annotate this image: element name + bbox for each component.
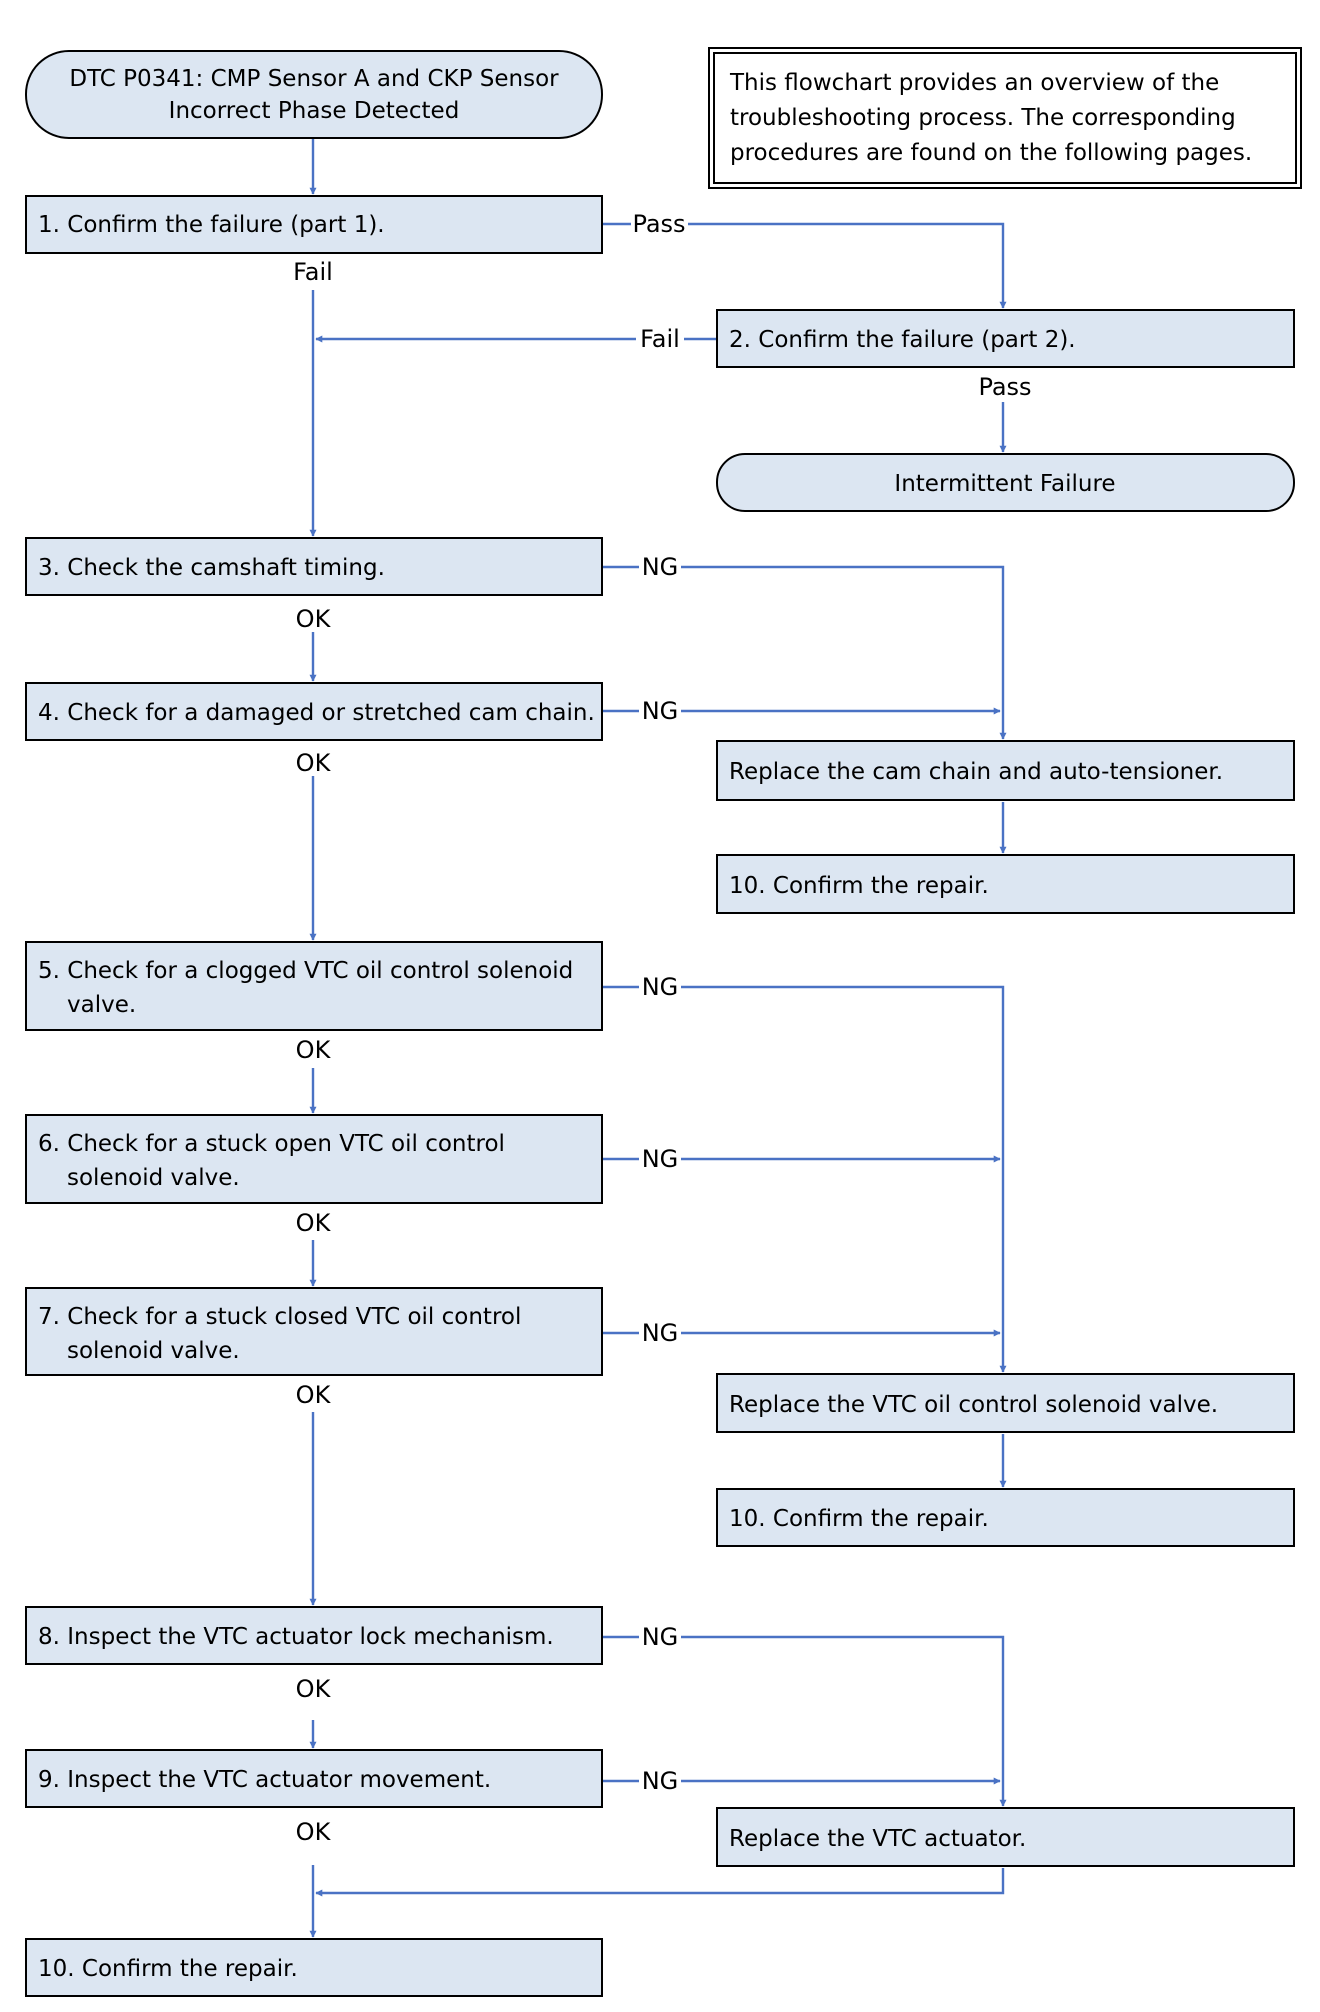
confirm-repair-text-final: 10. Confirm the repair. [38,1956,298,1982]
step-2-text: 2. Confirm the failure (part 2). [729,327,1076,353]
step-5-text-line-1: 5. Check for a clogged VTC oil control s… [38,958,573,984]
title-terminal: DTC P0341: CMP Sensor A and CKP Sensor I… [25,50,603,139]
replace-actuator-box: Replace the VTC actuator. [716,1807,1295,1867]
label-ok-step4: OK [296,749,332,777]
label-ng-step9: NG [642,1767,679,1795]
label-ok-step3: OK [296,605,332,633]
info-note: This flowchart provides an overview of t… [708,47,1302,189]
note-line-1: This flowchart provides an overview of t… [729,70,1219,96]
step-6-text-line-1: 6. Check for a stuck open VTC oil contro… [38,1131,505,1157]
label-ng-step7: NG [642,1319,679,1347]
arrow-step5-ng [602,985,1003,1372]
step-9-box: 9. Inspect the VTC actuator movement. [25,1749,603,1808]
label-ok-step5: OK [296,1036,332,1064]
replace-chain-text: Replace the cam chain and auto-tensioner… [729,759,1223,785]
step-4-text: 4. Check for a damaged or stretched cam … [38,700,595,726]
arrow-step3-ng [602,565,1003,739]
confirm-repair-box-b: 10. Confirm the repair. [716,1488,1295,1547]
step-5-text-line-2: valve. [67,992,136,1018]
label-ok-step7: OK [296,1381,332,1409]
arrow-step1-pass [602,222,1003,308]
label-ng-step5: NG [642,973,679,1001]
intermittent-terminal: Intermittent Failure [716,453,1295,512]
label-fail-step1: Fail [293,258,333,286]
step-6-text-line-2: solenoid valve. [67,1165,240,1191]
label-ng-step8: NG [642,1623,679,1651]
step-7-text-line-1: 7. Check for a stuck closed VTC oil cont… [38,1304,521,1330]
step-3-box: 3. Check the camshaft timing. [25,537,603,596]
step-1-text: 1. Confirm the failure (part 1). [38,212,385,238]
arrow-step8-ng [602,1635,1003,1806]
label-ng-step6: NG [642,1145,679,1173]
label-ok-step6: OK [296,1209,332,1237]
label-pass-step1: Pass [632,210,685,238]
label-ok-step9: OK [296,1818,332,1846]
step-6-box: 6. Check for a stuck open VTC oil contro… [25,1114,603,1204]
step-8-box: 8. Inspect the VTC actuator lock mechani… [25,1606,603,1665]
title-line-2: Incorrect Phase Detected [169,98,460,124]
label-ok-step8: OK [296,1675,332,1703]
note-line-2: troubleshooting process. The correspondi… [730,105,1236,131]
step-8-text: 8. Inspect the VTC actuator lock mechani… [38,1624,554,1650]
branch-labels: Pass Fail Fail Pass NG OK NG OK NG OK NG… [293,210,1031,1846]
intermittent-text: Intermittent Failure [894,471,1115,497]
arrow-actuator-return [315,1868,1005,1897]
label-ng-step4: NG [642,697,679,725]
confirm-repair-text-b: 10. Confirm the repair. [729,1506,989,1532]
step-5-box: 5. Check for a clogged VTC oil control s… [25,941,603,1031]
label-ng-step3: NG [642,553,679,581]
label-pass-step2: Pass [978,373,1031,401]
confirm-repair-text-a: 10. Confirm the repair. [729,873,989,899]
step-2-box: 2. Confirm the failure (part 2). [716,309,1295,368]
step-9-text: 9. Inspect the VTC actuator movement. [38,1767,491,1793]
step-7-text-line-2: solenoid valve. [67,1338,240,1364]
replace-valve-box: Replace the VTC oil control solenoid val… [716,1373,1295,1433]
replace-valve-text: Replace the VTC oil control solenoid val… [729,1392,1218,1418]
title-line-1: DTC P0341: CMP Sensor A and CKP Sensor [69,66,559,92]
step-1-box: 1. Confirm the failure (part 1). [25,195,603,254]
step-3-text: 3. Check the camshaft timing. [38,555,385,581]
connectors [313,138,1005,1938]
confirm-repair-box-a: 10. Confirm the repair. [716,854,1295,914]
step-4-box: 4. Check for a damaged or stretched cam … [25,682,603,741]
label-fail-step2: Fail [640,325,680,353]
note-line-3: procedures are found on the following pa… [730,140,1252,166]
confirm-repair-box-final: 10. Confirm the repair. [25,1938,603,1997]
replace-chain-box: Replace the cam chain and auto-tensioner… [716,740,1295,801]
step-7-box: 7. Check for a stuck closed VTC oil cont… [25,1287,603,1376]
replace-actuator-text: Replace the VTC actuator. [729,1826,1026,1852]
